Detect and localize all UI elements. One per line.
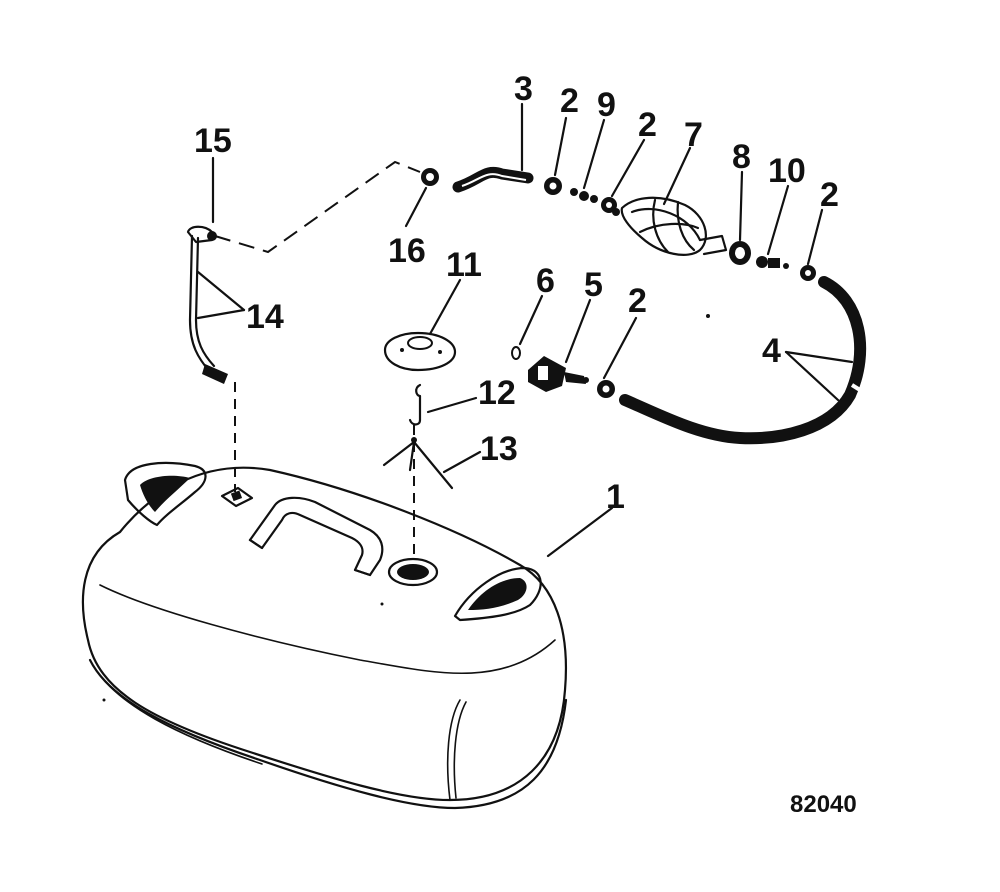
tank-fitting [220,486,254,508]
filler-cap [383,331,457,372]
cap-chain [408,383,422,426]
carry-handle [248,496,384,577]
connector-9 [570,188,598,203]
callout-2d: 2 [628,282,647,320]
left-handle [123,461,207,527]
callout-7: 7 [684,116,703,154]
o-ring [511,346,521,360]
callout-5: 5 [584,266,603,304]
callout-2a: 2 [560,82,579,120]
callout-4: 4 [762,332,781,370]
callout-1: 1 [606,478,625,516]
nut-16 [421,168,439,186]
clamp-d [597,380,615,398]
callout-12: 12 [478,374,516,412]
short-hose [452,167,534,193]
callout-16: 16 [388,232,426,270]
callout-9: 9 [597,86,616,124]
callout-11: 11 [446,246,482,284]
callout-3: 3 [514,70,533,108]
figure-number: 82040 [790,791,857,818]
callout-2b: 2 [638,106,657,144]
callout-14: 14 [246,298,284,336]
pickup-tube [188,234,228,384]
right-handle [453,566,542,622]
leader-lines [196,102,854,558]
connector-10 [756,256,789,269]
callout-2c: 2 [820,176,839,214]
callout-15: 15 [194,122,232,160]
fuel-tank [81,461,568,810]
filler-neck [387,557,439,587]
callout-13: 13 [480,430,518,468]
clamp-c [800,265,816,281]
clamp-a [544,177,562,195]
cap-wire-bail [382,437,454,490]
long-hose [619,276,867,445]
assembly-line-fitting [214,160,421,254]
tank-connector [528,356,589,392]
elbow-fitting [186,225,217,244]
callout-10: 10 [768,152,806,190]
clamp-b [601,197,617,213]
primer-bulb [612,196,728,256]
callout-labels: 1 2 2 2 2 3 4 5 6 7 8 9 10 11 12 13 14 1… [194,70,857,818]
callout-8: 8 [732,138,751,176]
ring-8 [729,241,751,265]
callout-6: 6 [536,262,555,300]
